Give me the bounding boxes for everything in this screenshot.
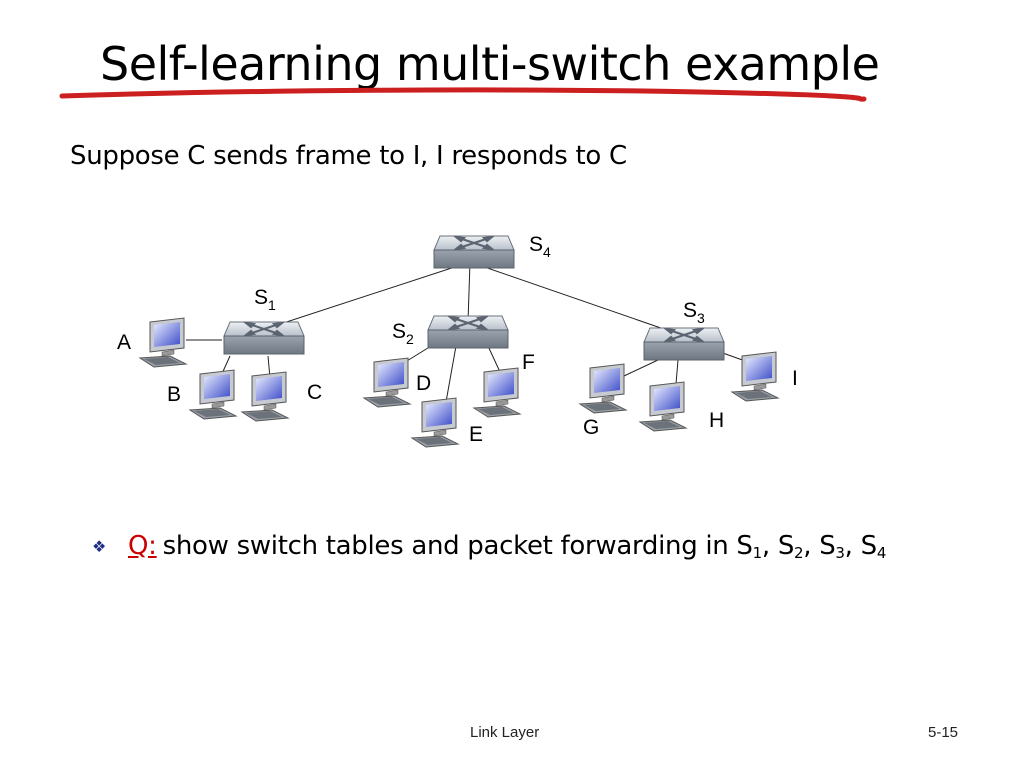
label-s4: S4 <box>529 233 551 260</box>
label-i: I <box>792 367 798 390</box>
host-i <box>731 351 779 402</box>
host-f <box>473 367 521 418</box>
label-s2: S2 <box>392 320 414 347</box>
label-s3: S3 <box>683 299 705 326</box>
title-underline <box>59 87 867 102</box>
label-a: A <box>117 331 131 354</box>
host-b <box>189 369 237 420</box>
subtitle: Suppose C sends frame to I, I responds t… <box>70 141 627 171</box>
host-g <box>579 363 627 414</box>
label-h: H <box>709 409 724 432</box>
question-text: show switch tables and packet forwarding… <box>162 531 753 561</box>
host-h <box>639 381 687 432</box>
switch-s3 <box>643 327 725 361</box>
host-c <box>241 371 289 422</box>
label-b: B <box>167 383 181 406</box>
diamond-bullet-icon: ❖ <box>92 536 107 556</box>
label-g: G <box>583 416 599 439</box>
label-s1: S1 <box>254 286 276 313</box>
switch-s2 <box>427 315 509 349</box>
page-title: Self-learning multi-switch example <box>100 37 880 91</box>
label-d: D <box>416 372 431 395</box>
label-f: F <box>522 351 535 374</box>
switch-s1 <box>223 321 305 355</box>
switch-s4 <box>433 235 515 269</box>
question-label: Q: <box>128 531 157 561</box>
footer-page-number: 5-15 <box>928 724 959 741</box>
host-a <box>139 317 187 368</box>
footer-chapter: Link Layer <box>470 724 540 741</box>
label-c: C <box>307 381 322 404</box>
label-e: E <box>469 423 483 446</box>
host-e <box>411 397 459 448</box>
question-bullet: ❖ Q:show switch tables and packet forward… <box>92 526 886 567</box>
host-d <box>363 357 411 408</box>
network-diagram: S4 S1 S2 S3 A B C D E F G H I <box>117 233 798 448</box>
